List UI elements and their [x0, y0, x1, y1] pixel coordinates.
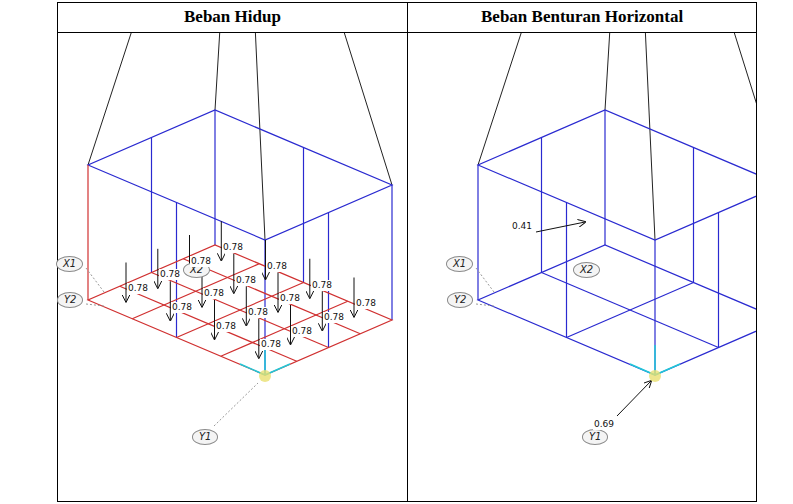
load-value: 0.78 — [159, 269, 181, 280]
grid-label: Y1 — [589, 431, 601, 442]
impact-load-frame — [476, 33, 756, 416]
grid-bubble: X2 — [573, 262, 600, 278]
grid-bubble: Y2 — [447, 292, 473, 308]
load-value: 0.78 — [323, 312, 345, 323]
column-header: Beban Benturan Horizontal — [481, 7, 683, 27]
grid-label: X1 — [453, 258, 466, 269]
load-value: 0.69 — [593, 419, 615, 430]
load-value: 0.78 — [355, 298, 377, 309]
grid-bubble: Y1 — [192, 429, 218, 445]
load-value: 0.78 — [190, 256, 212, 267]
load-value: 0.78 — [215, 321, 237, 332]
grid-label: Y2 — [64, 294, 76, 305]
grid-label: Y1 — [199, 431, 211, 442]
grid-bubble: Y2 — [57, 292, 83, 308]
load-value: 0.78 — [260, 339, 282, 350]
grid-label: X1 — [63, 258, 76, 269]
load-value: 0.78 — [127, 283, 149, 294]
grid-bubble: X1 — [446, 256, 473, 272]
load-value: 0.78 — [222, 242, 244, 253]
live-load-frame — [86, 33, 392, 426]
table-grid — [58, 3, 757, 502]
load-value: 0.78 — [203, 288, 225, 299]
load-value: 0.41 — [511, 221, 533, 232]
grid-label: Y2 — [454, 294, 466, 305]
load-value: 0.78 — [279, 293, 301, 304]
load-value: 0.78 — [311, 280, 333, 291]
load-value: 0.78 — [235, 275, 257, 286]
column-header: Beban Hidup — [184, 7, 281, 27]
load-value: 0.78 — [247, 307, 269, 318]
grid-label: X2 — [580, 264, 593, 275]
load-value: 0.78 — [171, 302, 193, 313]
load-value: 0.78 — [291, 326, 313, 337]
grid-bubble: X1 — [56, 256, 83, 272]
load-value: 0.78 — [266, 261, 288, 272]
grid-bubble: Y1 — [582, 429, 608, 445]
